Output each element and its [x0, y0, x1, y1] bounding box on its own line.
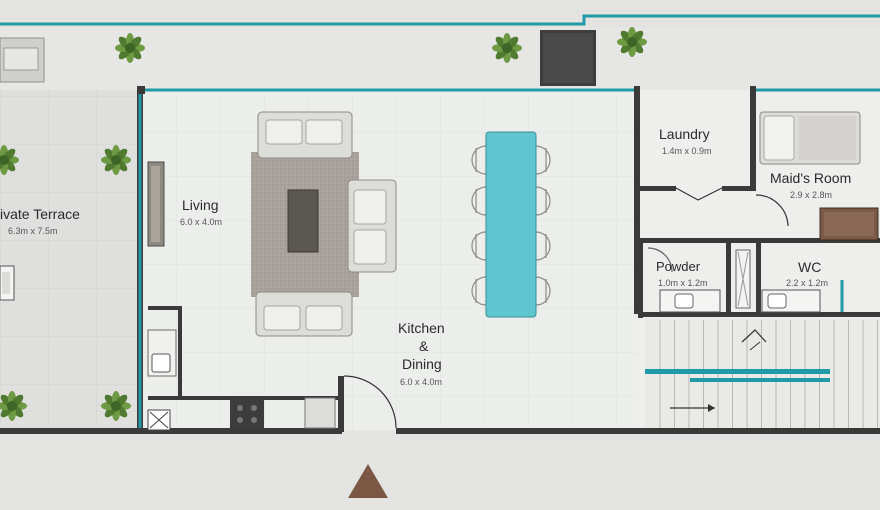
living-dims: 6.0 x 4.0m: [180, 217, 223, 227]
laundry-name: Laundry: [659, 126, 710, 142]
terrace-lounger: [0, 37, 45, 83]
maids-room-dims: 2.9 x 2.8m: [790, 190, 833, 200]
stair-arrow-icon: [708, 404, 715, 412]
powder-vanity: [659, 289, 721, 313]
kitchen-counter: [147, 329, 336, 431]
plant-icon: [0, 145, 19, 175]
dining-chair: [535, 186, 551, 216]
powder-dims: 1.0m x 1.2m: [658, 278, 708, 288]
dining-name: Dining: [402, 356, 442, 372]
plant-icon: [617, 27, 647, 57]
kitchen-dims: 6.0 x 4.0m: [400, 377, 443, 387]
planter-block: [540, 30, 596, 86]
dining-chair: [471, 145, 487, 175]
dining-table: [485, 131, 537, 318]
plant-icon: [101, 145, 131, 175]
wc-name: WC: [798, 259, 822, 275]
sink-icon: [151, 353, 171, 373]
plant-icon: [115, 33, 145, 63]
door-swing-icon: [755, 194, 789, 227]
dining-chair: [471, 276, 487, 306]
coffee-table: [287, 189, 319, 253]
wc-dims: 2.2 x 1.2m: [786, 278, 829, 288]
dining-chairs: [471, 145, 551, 306]
maids-room-name: Maid's Room: [770, 170, 852, 186]
bed-icon: [759, 111, 861, 165]
door-swing-icon: [343, 375, 397, 429]
stair-up-icon: [741, 329, 767, 343]
kitchen-ampersand: &: [419, 338, 429, 354]
dining-chair: [471, 231, 487, 261]
terrace-dims: 6.3m x 7.5m: [8, 226, 58, 236]
entrance-arrow-icon: [348, 464, 388, 498]
sofa-icon: [257, 111, 353, 159]
dining-chair: [535, 276, 551, 306]
sofa-icon: [255, 291, 353, 337]
outer-glazing: [0, 14, 880, 26]
living-name: Living: [182, 197, 219, 213]
sink-icon: [767, 293, 787, 309]
outer-terrace-strip: [0, 28, 880, 90]
dining-chair: [535, 231, 551, 261]
wc-vanity: [761, 289, 821, 313]
kitchen-name: Kitchen: [398, 320, 445, 336]
niche: [735, 249, 751, 309]
terrace-floor: [0, 90, 140, 430]
staircase: [645, 318, 880, 430]
terrace-name: ivate Terrace: [0, 206, 80, 222]
dining-chair: [471, 186, 487, 216]
stove-icon: [230, 398, 264, 428]
powder-name: Powder: [656, 259, 701, 274]
terrace-chair: [0, 265, 15, 301]
armchair-icon: [347, 179, 397, 273]
doors: [343, 187, 789, 429]
plant-icon: [0, 391, 27, 421]
plant-icon: [492, 33, 522, 63]
plant-icon: [101, 391, 131, 421]
dining-chair: [535, 145, 551, 175]
glazing: [138, 88, 880, 428]
laundry-dims: 1.4m x 0.9m: [662, 146, 712, 156]
sink-icon: [674, 293, 694, 309]
